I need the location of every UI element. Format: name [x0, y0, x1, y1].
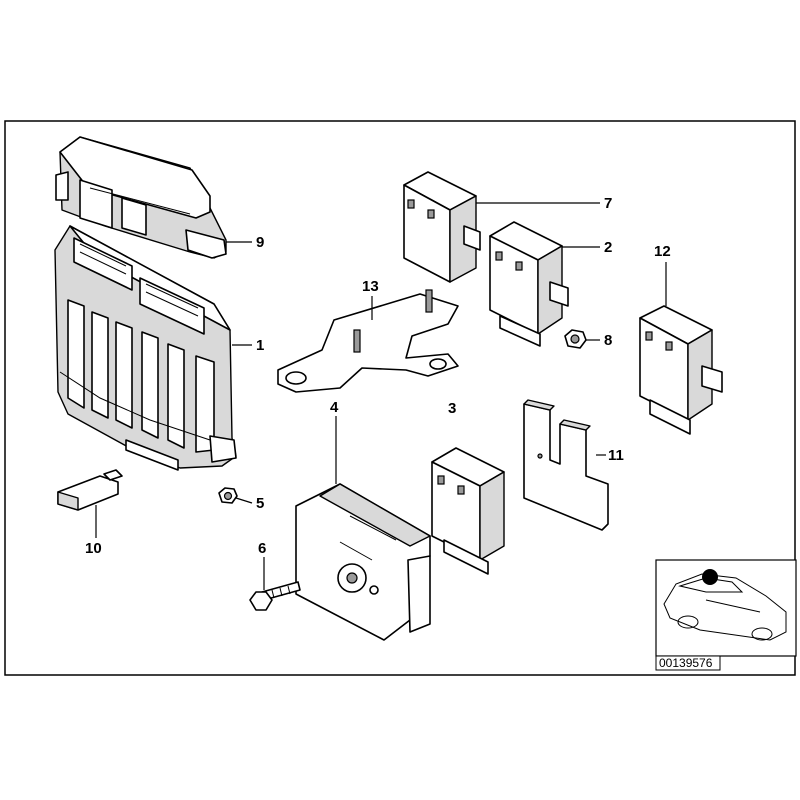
- part-plate[interactable]: [523, 399, 609, 531]
- callout-6: 6: [258, 540, 266, 557]
- callout-5: 5: [256, 495, 264, 512]
- part-module-12[interactable]: [639, 305, 723, 435]
- diagram-id: 00139576: [659, 656, 713, 670]
- part-module-2[interactable]: [489, 221, 569, 347]
- callout-2: 2: [604, 239, 612, 256]
- callout-8: 8: [604, 332, 612, 349]
- callout-4: 4: [330, 399, 339, 416]
- callout-13: 13: [362, 278, 379, 295]
- part-bolt[interactable]: [249, 581, 301, 611]
- diagram-frame: [4, 120, 796, 676]
- part-cover[interactable]: [55, 136, 227, 259]
- part-hex-nut-5[interactable]: [218, 487, 238, 504]
- location-marker-icon: [702, 569, 718, 585]
- callout-12: 12: [654, 243, 671, 260]
- callout-7: 7: [604, 195, 612, 212]
- part-module-7[interactable]: [403, 171, 481, 283]
- part-module-3[interactable]: [431, 447, 505, 575]
- callout-1: 1: [256, 337, 264, 354]
- part-holder-bracket[interactable]: [295, 483, 431, 641]
- leader-lines: [95, 202, 667, 590]
- vehicle-locator-inset: 00139576: [655, 559, 797, 671]
- part-connector-plug[interactable]: [57, 469, 123, 511]
- callout-9: 9: [256, 234, 264, 251]
- callout-10: 10: [85, 540, 102, 557]
- part-control-unit-housing[interactable]: [54, 225, 237, 471]
- callouts: 1 2 3 4 5 6 7 8 9 10 11 12 13: [85, 195, 671, 557]
- part-hex-nut-8[interactable]: [564, 329, 587, 349]
- callout-3: 3: [448, 400, 456, 417]
- callout-11: 11: [608, 447, 624, 464]
- part-bracket[interactable]: [277, 289, 459, 393]
- car-outline-icon: [663, 573, 787, 641]
